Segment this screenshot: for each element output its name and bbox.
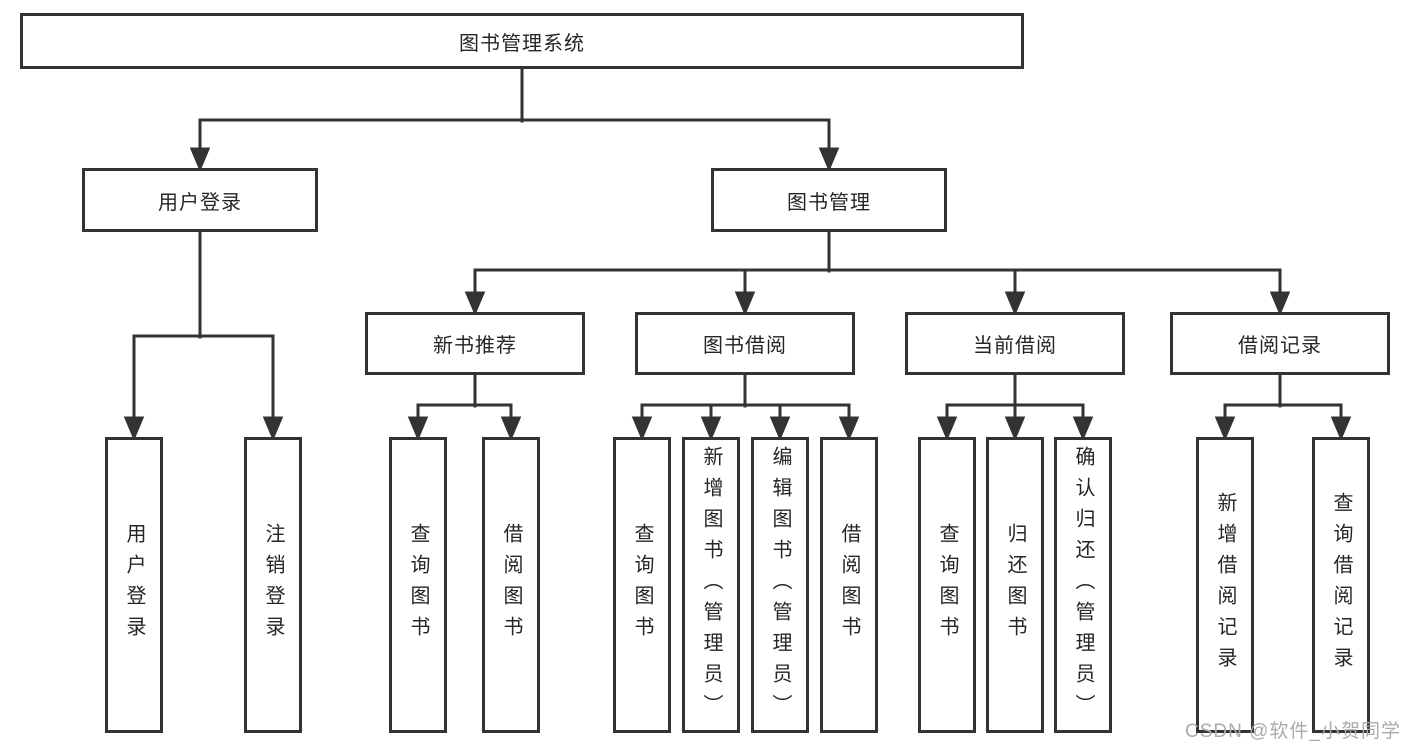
node-current-borrow: 当前借阅 <box>905 312 1125 375</box>
leaf-return-book-label: 归还图书 <box>1004 523 1026 647</box>
leaf-user-login-label: 用户登录 <box>123 523 145 647</box>
node-user-login: 用户登录 <box>82 168 318 232</box>
leaf-borrow-book: 借阅图书 <box>820 437 878 733</box>
leaf-logout-label: 注销登录 <box>262 523 284 647</box>
leaf-logout: 注销登录 <box>244 437 302 733</box>
node-borrow-record: 借阅记录 <box>1170 312 1390 375</box>
leaf-add-book-admin: 新增图书（管理员） <box>682 437 740 733</box>
leaf-user-login: 用户登录 <box>105 437 163 733</box>
leaf-return-book: 归还图书 <box>986 437 1044 733</box>
leaf-add-book-admin-label: 新增图书（管理员） <box>700 445 722 725</box>
leaf-newbook-query-label: 查询图书 <box>407 523 429 647</box>
leaf-newbook-borrow: 借阅图书 <box>482 437 540 733</box>
leaf-current-query: 查询图书 <box>918 437 976 733</box>
leaf-borrow-book-label: 借阅图书 <box>838 523 860 647</box>
leaf-add-borrow-record: 新增借阅记录 <box>1196 437 1254 733</box>
leaf-newbook-query: 查询图书 <box>389 437 447 733</box>
leaf-add-borrow-record-label: 新增借阅记录 <box>1214 492 1236 678</box>
leaf-edit-book-admin: 编辑图书（管理员） <box>751 437 809 733</box>
node-root: 图书管理系统 <box>20 13 1024 69</box>
csdn-watermark: CSDN @软件_小贺同学 <box>1185 721 1401 742</box>
node-book-borrow: 图书借阅 <box>635 312 855 375</box>
leaf-borrow-query: 查询图书 <box>613 437 671 733</box>
node-new-book-recommend: 新书推荐 <box>365 312 585 375</box>
leaf-query-borrow-record-label: 查询借阅记录 <box>1330 492 1352 678</box>
leaf-confirm-return-admin: 确认归还（管理员） <box>1054 437 1112 733</box>
leaf-edit-book-admin-label: 编辑图书（管理员） <box>769 445 791 725</box>
node-book-management: 图书管理 <box>711 168 947 232</box>
leaf-borrow-query-label: 查询图书 <box>631 523 653 647</box>
leaf-confirm-return-admin-label: 确认归还（管理员） <box>1072 445 1094 725</box>
leaf-query-borrow-record: 查询借阅记录 <box>1312 437 1370 733</box>
leaf-newbook-borrow-label: 借阅图书 <box>500 523 522 647</box>
leaf-current-query-label: 查询图书 <box>936 523 958 647</box>
